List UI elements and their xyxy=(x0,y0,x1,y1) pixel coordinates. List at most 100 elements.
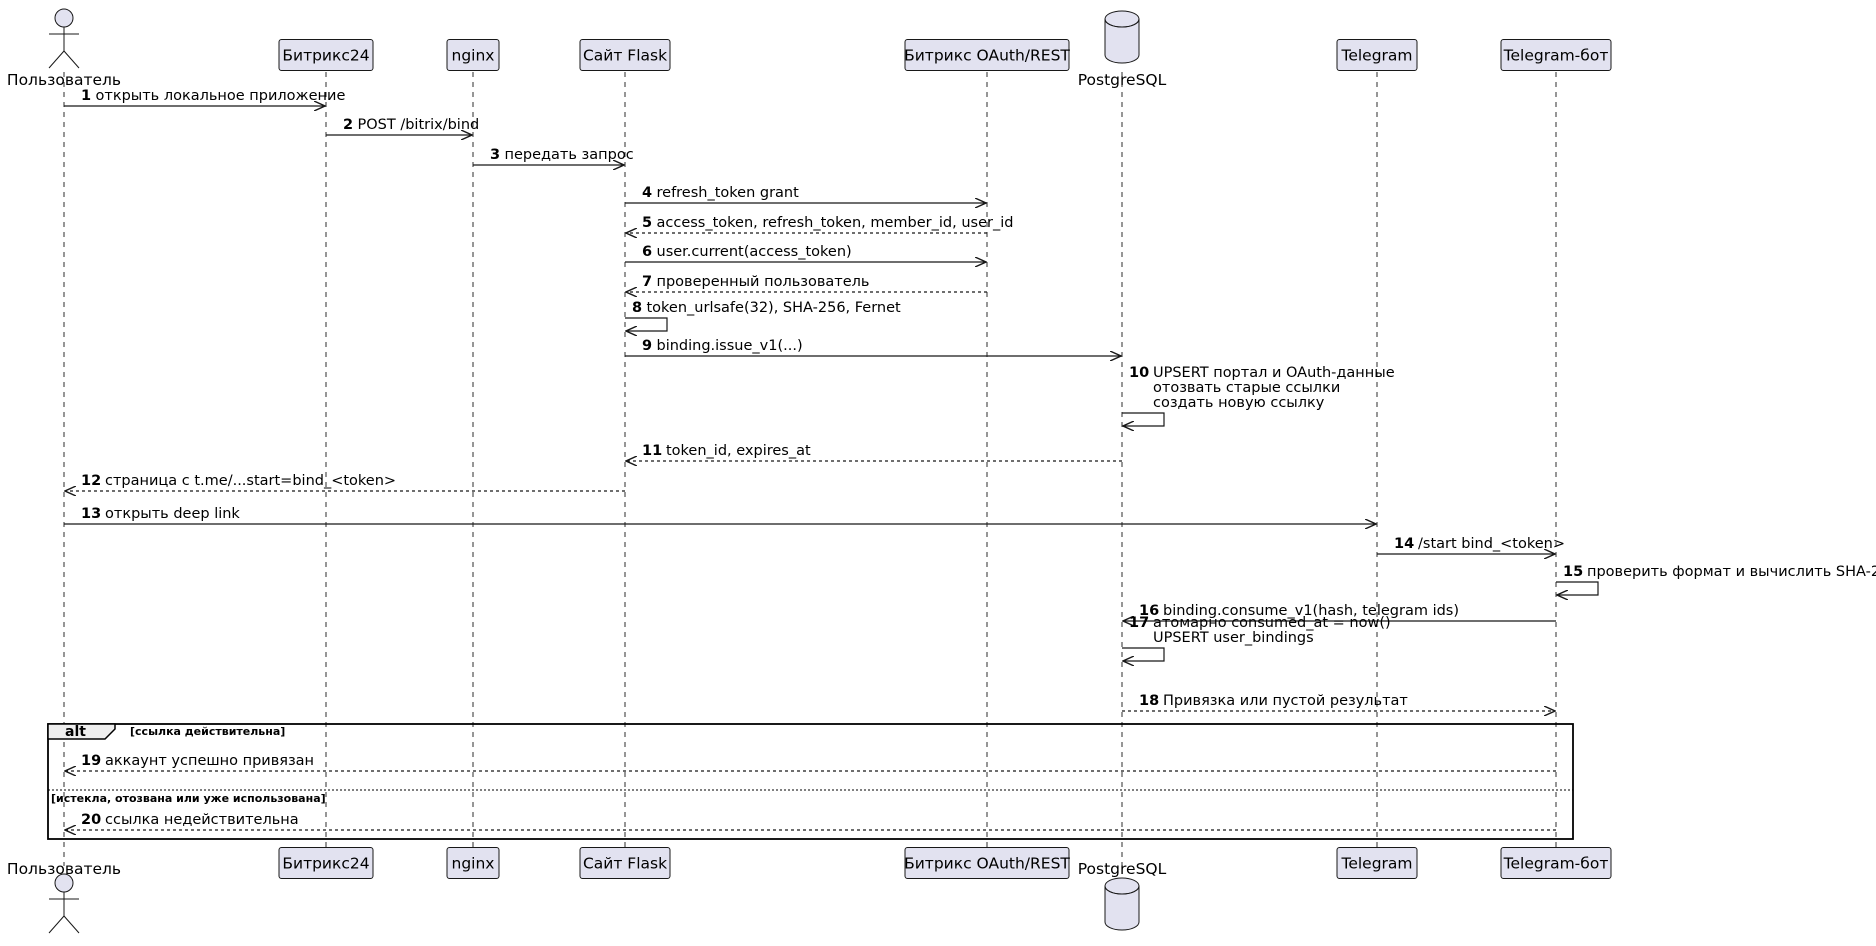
alt-label: alt xyxy=(65,724,86,740)
message-label: refresh_token grant xyxy=(657,185,800,201)
message-label: открыть deep link xyxy=(105,506,240,522)
actor-head-icon xyxy=(54,8,74,28)
message-number: 18 xyxy=(1139,693,1159,709)
message-label: /start bind_<token> xyxy=(1418,536,1565,552)
message-number: 16 xyxy=(1139,603,1159,619)
message-number: 1 xyxy=(81,88,91,104)
participant-label: Telegram xyxy=(1340,47,1412,65)
participant-bot-top: Telegram-бот xyxy=(1500,39,1612,71)
message-number: 10 xyxy=(1129,365,1149,381)
message-8: 8 token_urlsafe(32), SHA-256, Fernet xyxy=(625,300,901,331)
participant-label: PostgreSQL xyxy=(1078,71,1167,89)
participant-box xyxy=(446,847,500,879)
message-number: 2 xyxy=(343,117,353,133)
actor-leg-icon xyxy=(48,915,65,934)
message-label: ссылка недействительна xyxy=(105,812,299,828)
message-number: 4 xyxy=(642,185,652,201)
participant-oauth-top: Битрикс OAuth/REST xyxy=(904,39,1070,71)
actor-leg-icon xyxy=(48,50,65,69)
participant-label: PostgreSQL xyxy=(1078,860,1167,878)
participant-label: Telegram-бот xyxy=(1503,47,1609,65)
alt-guard-valid: [ссылка действительна] xyxy=(130,725,285,738)
message-number: 6 xyxy=(642,244,652,260)
participant-box xyxy=(904,847,1070,879)
actor-leg-icon xyxy=(63,915,80,934)
message-number: 20 xyxy=(81,812,101,828)
alt-frame xyxy=(47,723,1574,840)
participant-box xyxy=(1500,39,1612,71)
message-number: 19 xyxy=(81,753,101,769)
message-number: 14 xyxy=(1394,536,1414,552)
message-9: 9 binding.issue_v1(...) xyxy=(625,338,1121,356)
message-label: проверенный пользователь xyxy=(657,274,870,290)
alt-guard-invalid: [истекла, отозвана или уже использована] xyxy=(51,792,326,805)
message-14: 14/start bind_<token> xyxy=(1377,536,1565,554)
message-label: user.current(access_token) xyxy=(657,244,852,260)
participant-box xyxy=(579,847,671,879)
participant-pg-top: PostgreSQL xyxy=(1078,10,1167,89)
message-label: атомарно consumed_at = now() xyxy=(1153,615,1391,631)
message-4: 4 refresh_token grant xyxy=(625,185,986,203)
participant-flask-top: Сайт Flask xyxy=(579,39,671,71)
message-number: 7 xyxy=(642,274,652,290)
message-number: 8 xyxy=(632,300,642,316)
participant-bot-bottom: Telegram-бот xyxy=(1500,847,1612,879)
participant-label: Битрикс OAuth/REST xyxy=(904,47,1070,65)
participant-label: Сайт Flask xyxy=(583,47,667,65)
message-label: UPSERT user_bindings xyxy=(1153,630,1314,646)
participant-box xyxy=(1336,847,1418,879)
message-label: POST /bitrix/bind xyxy=(358,117,480,133)
message-number: 15 xyxy=(1563,564,1583,580)
message-number: 9 xyxy=(642,338,652,354)
message-arrow xyxy=(1122,647,1165,661)
message-number: 13 xyxy=(81,506,101,522)
participant-label: Битрикс OAuth/REST xyxy=(904,855,1070,873)
actor-leg-icon xyxy=(63,50,80,69)
message-label: binding.consume_v1(hash, telegram ids) xyxy=(1163,603,1459,619)
message-label: страница с t.me/...start=bind_<token> xyxy=(105,473,396,489)
message-label: binding.issue_v1(...) xyxy=(657,338,803,354)
message-arrow xyxy=(625,317,668,331)
message-label: token_urlsafe(32), SHA-256, Fernet xyxy=(647,300,902,316)
participant-label: Битрикс24 xyxy=(282,855,369,873)
participant-box xyxy=(278,847,374,879)
participant-label: Telegram-бот xyxy=(1503,855,1609,873)
participant-label: Сайт Flask xyxy=(583,855,667,873)
participant-nginx-bottom: nginx xyxy=(446,847,500,879)
message-label: access_token, refresh_token, member_id, … xyxy=(657,215,1014,231)
message-6: 6 user.current(access_token) xyxy=(625,244,986,262)
participant-tg-bottom: Telegram xyxy=(1336,847,1418,879)
participant-label: Пользователь xyxy=(7,71,121,89)
participant-label: Битрикс24 xyxy=(282,47,369,65)
message-number: 11 xyxy=(642,443,662,459)
message-label: создать новую ссылку xyxy=(1153,395,1325,411)
participant-box xyxy=(278,39,374,71)
participant-box xyxy=(446,39,500,71)
message-2: 2 POST /bitrix/bind xyxy=(326,117,479,135)
participant-box xyxy=(579,39,671,71)
message-label: аккаунт успешно привязан xyxy=(105,753,314,769)
message-number: 17 xyxy=(1129,615,1149,631)
participant-pg-bottom: PostgreSQL xyxy=(1078,860,1167,931)
participant-user-bottom: Пользователь xyxy=(7,860,121,934)
participant-box xyxy=(1336,39,1418,71)
participant-b24-bottom: Битрикс24 xyxy=(278,847,374,879)
participant-label: nginx xyxy=(452,855,495,873)
database-icon xyxy=(1104,885,1140,931)
alt-fragment: alt [ссылка действительна] [истекла, отозв… xyxy=(47,723,1574,840)
message-label: проверить формат и вычислить SHA-256 xyxy=(1587,564,1876,580)
message-label: отозвать старые ссылки xyxy=(1153,380,1340,396)
